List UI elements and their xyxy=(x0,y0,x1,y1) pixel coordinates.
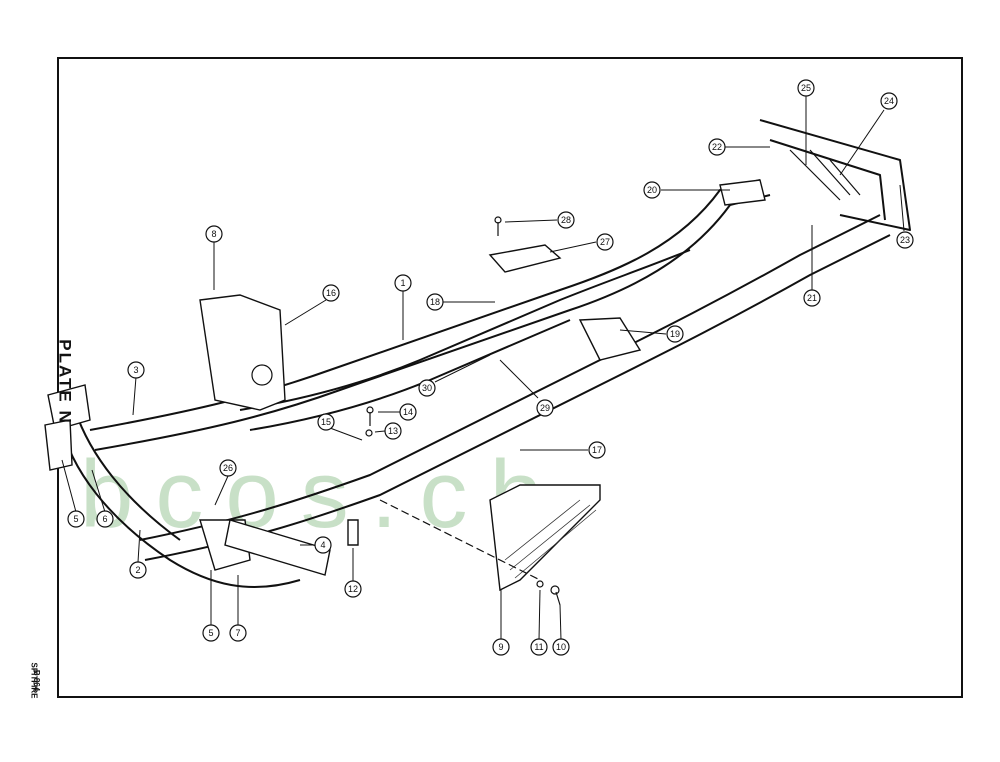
svg-text:3: 3 xyxy=(133,365,138,375)
svg-text:1: 1 xyxy=(400,278,405,288)
svg-text:21: 21 xyxy=(807,293,817,303)
svg-text:7: 7 xyxy=(235,628,240,638)
plate-frame xyxy=(57,57,963,698)
callout-24: 24 xyxy=(880,92,898,110)
svg-text:10: 10 xyxy=(556,642,566,652)
callout-5-front: 5 xyxy=(67,510,85,528)
svg-text:24: 24 xyxy=(884,96,894,106)
svg-text:4: 4 xyxy=(320,540,325,550)
callout-6: 6 xyxy=(96,510,114,528)
svg-text:2: 2 xyxy=(135,565,140,575)
leader-lines xyxy=(61,96,905,641)
svg-text:17: 17 xyxy=(592,445,602,455)
svg-text:29: 29 xyxy=(540,403,550,413)
callout-1: 1 xyxy=(394,274,412,292)
callout-29: 29 xyxy=(536,399,554,417)
svg-text:14: 14 xyxy=(403,407,413,417)
svg-text:22: 22 xyxy=(712,142,722,152)
svg-text:19: 19 xyxy=(670,329,680,339)
callout-19: 19 xyxy=(666,325,684,343)
svg-text:9: 9 xyxy=(498,642,503,652)
callout-23: 23 xyxy=(896,231,914,249)
callout-28: 28 xyxy=(557,211,575,229)
callout-26: 26 xyxy=(219,459,237,477)
callout-27: 27 xyxy=(596,233,614,251)
model-name: SPITFIRE xyxy=(29,662,39,699)
callout-15: 15 xyxy=(317,413,335,431)
callout-25: 25 xyxy=(797,79,815,97)
callout-2: 2 xyxy=(129,561,147,579)
svg-text:6: 6 xyxy=(102,514,107,524)
svg-text:25: 25 xyxy=(801,83,811,93)
callouts: 1 2 3 4 5 5 6 7 8 9 10 11 12 13 14 15 16… xyxy=(67,79,914,656)
callout-12: 12 xyxy=(344,580,362,598)
svg-text:12: 12 xyxy=(348,584,358,594)
svg-text:28: 28 xyxy=(561,215,571,225)
svg-text:5: 5 xyxy=(208,628,213,638)
callout-13: 13 xyxy=(384,422,402,440)
callout-20: 20 xyxy=(643,181,661,199)
callout-18: 18 xyxy=(426,293,444,311)
callout-30: 30 xyxy=(418,379,436,397)
svg-text:15: 15 xyxy=(321,417,331,427)
callout-8: 8 xyxy=(205,225,223,243)
svg-text:23: 23 xyxy=(900,235,910,245)
callout-5-lower: 5 xyxy=(202,624,220,642)
chassis-frame xyxy=(44,119,911,606)
callout-11: 11 xyxy=(530,638,548,656)
callout-4: 4 xyxy=(314,536,332,554)
callout-10: 10 xyxy=(552,638,570,656)
callout-7: 7 xyxy=(229,624,247,642)
callout-16: 16 xyxy=(322,284,340,302)
svg-text:27: 27 xyxy=(600,237,610,247)
callout-22: 22 xyxy=(708,138,726,156)
svg-text:8: 8 xyxy=(211,229,216,239)
svg-text:16: 16 xyxy=(326,288,336,298)
plate-title: PLATE N xyxy=(55,339,75,425)
svg-text:20: 20 xyxy=(647,185,657,195)
svg-text:30: 30 xyxy=(422,383,432,393)
svg-text:13: 13 xyxy=(388,426,398,436)
svg-text:5: 5 xyxy=(73,514,78,524)
callout-14: 14 xyxy=(399,403,417,421)
callout-3: 3 xyxy=(127,361,145,379)
callout-9: 9 xyxy=(492,638,510,656)
svg-text:26: 26 xyxy=(223,463,233,473)
svg-text:11: 11 xyxy=(534,642,543,652)
callout-21: 21 xyxy=(803,289,821,307)
callout-17: 17 xyxy=(588,441,606,459)
svg-text:18: 18 xyxy=(430,297,440,307)
